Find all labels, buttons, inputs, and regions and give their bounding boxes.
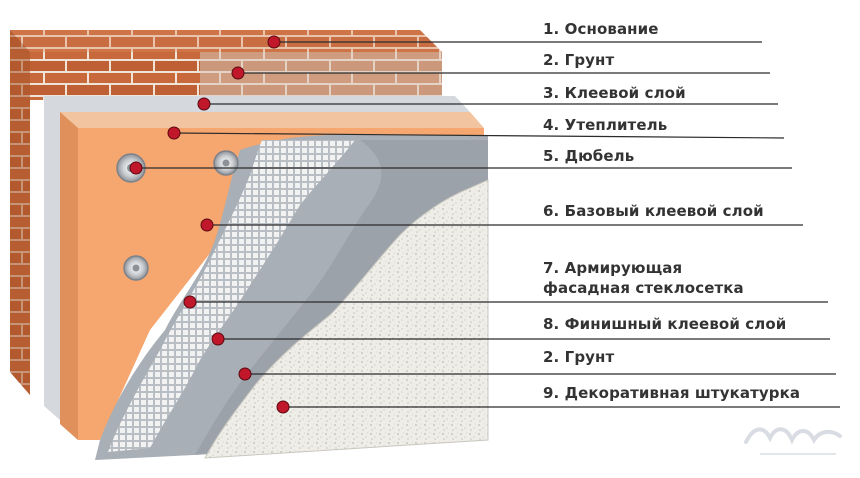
layer-label-7-line2: фасадная стеклосетка xyxy=(543,279,744,297)
layer-label-5: 5. Дюбель xyxy=(543,147,635,165)
layer-markers xyxy=(129,35,290,414)
marker-8 xyxy=(211,332,225,346)
watermark-logo xyxy=(744,427,842,455)
marker-1 xyxy=(267,35,281,49)
layer-label-1: 1. Основание xyxy=(543,20,659,38)
leader-line-4 xyxy=(173,132,785,139)
layer-label-7: 7. Армирующая xyxy=(543,259,683,277)
primer-layer xyxy=(200,52,442,100)
marker-9 xyxy=(238,367,252,381)
layer-label-9: 2. Грунт xyxy=(543,348,615,366)
marker-6 xyxy=(200,218,214,232)
layer-label-2: 2. Грунт xyxy=(543,51,615,69)
marker-5 xyxy=(129,161,143,175)
decorative-plaster-layer xyxy=(204,179,489,459)
reinforcing-mesh-layer xyxy=(108,140,355,452)
marker-10 xyxy=(276,400,290,414)
layer-label-8: 8. Финишный клеевой слой xyxy=(543,315,787,333)
marker-7 xyxy=(183,295,197,309)
layer-label-6: 6. Базовый клеевой слой xyxy=(543,202,764,220)
marker-3 xyxy=(197,97,211,111)
leader-lines xyxy=(136,41,840,408)
marker-2 xyxy=(231,66,245,80)
layer-label-10: 9. Декоративная штукатурка xyxy=(543,384,801,402)
marker-4 xyxy=(167,126,181,140)
insulation-layer xyxy=(60,112,484,440)
layer-label-4: 4. Утеплитель xyxy=(543,116,668,134)
layer-label-3: 3. Клеевой слой xyxy=(543,84,686,102)
